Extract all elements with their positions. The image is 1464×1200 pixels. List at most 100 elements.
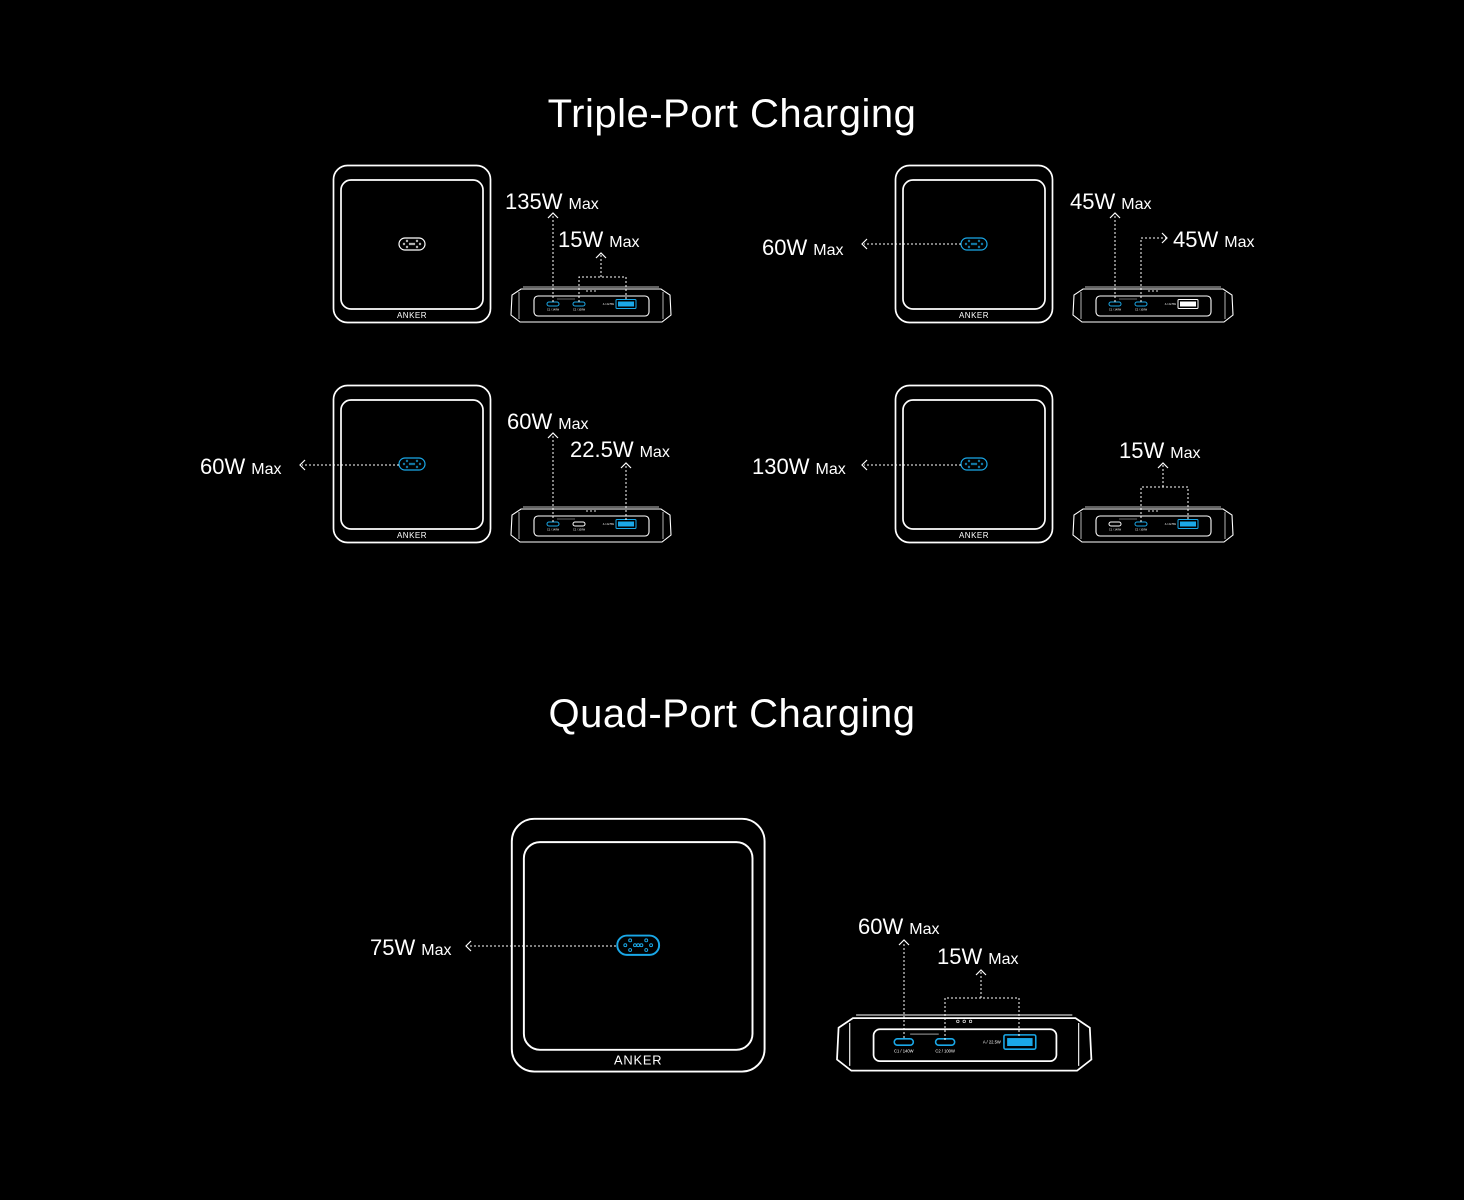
arrow-up-icon: [547, 212, 559, 219]
power-label: 60W Max: [762, 235, 843, 260]
port-panel: [872, 1028, 1058, 1062]
connector-line: [1140, 237, 1166, 302]
power-label: 45W Max: [1173, 227, 1254, 252]
pogo-connector-icon: [398, 457, 426, 471]
wattage-value: 15W: [558, 227, 603, 252]
port-label-c2: C2 / 100W: [935, 1048, 955, 1053]
charger-base: ANKER: [510, 817, 766, 1073]
arrow-up-icon: [1109, 212, 1121, 219]
port-label-c2: C2 / 100W: [573, 308, 586, 312]
usb-a-port: [1177, 519, 1199, 529]
wattage-value: 60W: [200, 454, 245, 479]
connector-line: [944, 997, 1020, 1040]
usb-c2-port: [572, 301, 586, 307]
pogo-connector-icon: [398, 237, 426, 251]
usb-c1-port: [546, 301, 560, 307]
port-label-a: A / 22.5W: [1165, 302, 1177, 306]
power-bank-body: [1072, 508, 1234, 543]
wattage-value: 130W: [752, 454, 810, 479]
usb-c2-port: [572, 521, 586, 527]
port-panel: [533, 515, 650, 537]
port-label-c1: C1 / 140W: [547, 308, 560, 312]
port-label-c2: C2 / 100W: [1135, 528, 1148, 532]
anker-logo: ANKER: [959, 311, 989, 320]
usb-c1-port: [1108, 301, 1122, 307]
wattage-value: 60W: [507, 409, 552, 434]
charger-base: ANKER: [332, 384, 492, 544]
wattage-unit: Max: [815, 461, 845, 478]
wattage-unit: Max: [421, 942, 451, 959]
charger-outline: [894, 384, 1054, 544]
port-label-c1: C1 / 140W: [894, 1048, 914, 1053]
wattage-value: 45W: [1173, 227, 1218, 252]
wattage-unit: Max: [1121, 196, 1151, 213]
port-label-a: A / 22.5W: [983, 1040, 1001, 1045]
arrow-up-icon: [898, 939, 910, 946]
wattage-unit: Max: [988, 951, 1018, 968]
wattage-unit: Max: [251, 461, 281, 478]
charger-outline: [510, 817, 766, 1073]
wattage-value: 45W: [1070, 189, 1115, 214]
arrow-up-icon: [975, 969, 987, 976]
pogo-connector-icon: [960, 457, 988, 471]
anker-logo: ANKER: [397, 531, 427, 540]
power-bank-body: [1072, 288, 1234, 323]
power-label: 130W Max: [752, 454, 846, 479]
wattage-value: 60W: [762, 235, 807, 260]
arrow-left-icon: [465, 940, 472, 952]
anker-logo: ANKER: [614, 1052, 662, 1067]
wattage-unit: Max: [558, 416, 588, 433]
arrow-up-icon: [595, 252, 607, 259]
port-label-a: A / 22.5W: [1165, 522, 1177, 526]
arrow-up-icon: [620, 462, 632, 469]
anker-logo: ANKER: [959, 531, 989, 540]
wattage-value: 135W: [505, 189, 563, 214]
usb-a-port: [1177, 299, 1199, 309]
triple-port-title: Triple-Port Charging: [547, 92, 917, 136]
usb-a-port-tongue: [1180, 301, 1196, 307]
power-label: 60W Max: [200, 454, 281, 479]
usb-a-port: [615, 299, 637, 309]
port-label-a: A / 22.5W: [603, 302, 615, 306]
port-label-c2: C2 / 100W: [1135, 308, 1148, 312]
charger-outline: [332, 384, 492, 544]
wattage-unit: Max: [813, 242, 843, 259]
port-panel: [533, 295, 650, 317]
arrow-left-icon: [299, 459, 306, 471]
power-bank-body: [510, 288, 672, 323]
power-bank-body: [836, 1017, 1093, 1072]
wattage-unit: Max: [909, 921, 939, 938]
port-label-a: A / 22.5W: [603, 522, 615, 526]
usb-a-port-tongue: [618, 301, 634, 307]
usb-a-port-tongue: [1007, 1038, 1033, 1047]
port-panel: [1095, 515, 1212, 537]
arrow-right-icon: [1161, 232, 1168, 244]
connector-line: [578, 276, 627, 302]
port-label-c1: C1 / 140W: [1109, 528, 1122, 532]
connector-line: [1140, 486, 1189, 522]
pogo-connector-icon: [616, 934, 661, 956]
charger-base: ANKER: [332, 164, 492, 324]
power-label: 60W Max: [507, 409, 588, 434]
anker-logo: ANKER: [397, 311, 427, 320]
power-bank-body: [510, 508, 672, 543]
usb-c2-port: [1134, 521, 1148, 527]
quad-port-title: Quad-Port Charging: [548, 692, 916, 736]
usb-c1-port: [893, 1038, 915, 1047]
wattage-value: 22.5W: [570, 437, 634, 462]
arrow-left-icon: [861, 238, 868, 250]
wattage-value: 15W: [1119, 438, 1164, 463]
power-label: 45W Max: [1070, 189, 1151, 214]
usb-a-port-tongue: [1180, 521, 1196, 527]
usb-c1-port: [546, 521, 560, 527]
wattage-unit: Max: [1224, 234, 1254, 251]
pogo-connector-icon: [960, 237, 988, 251]
